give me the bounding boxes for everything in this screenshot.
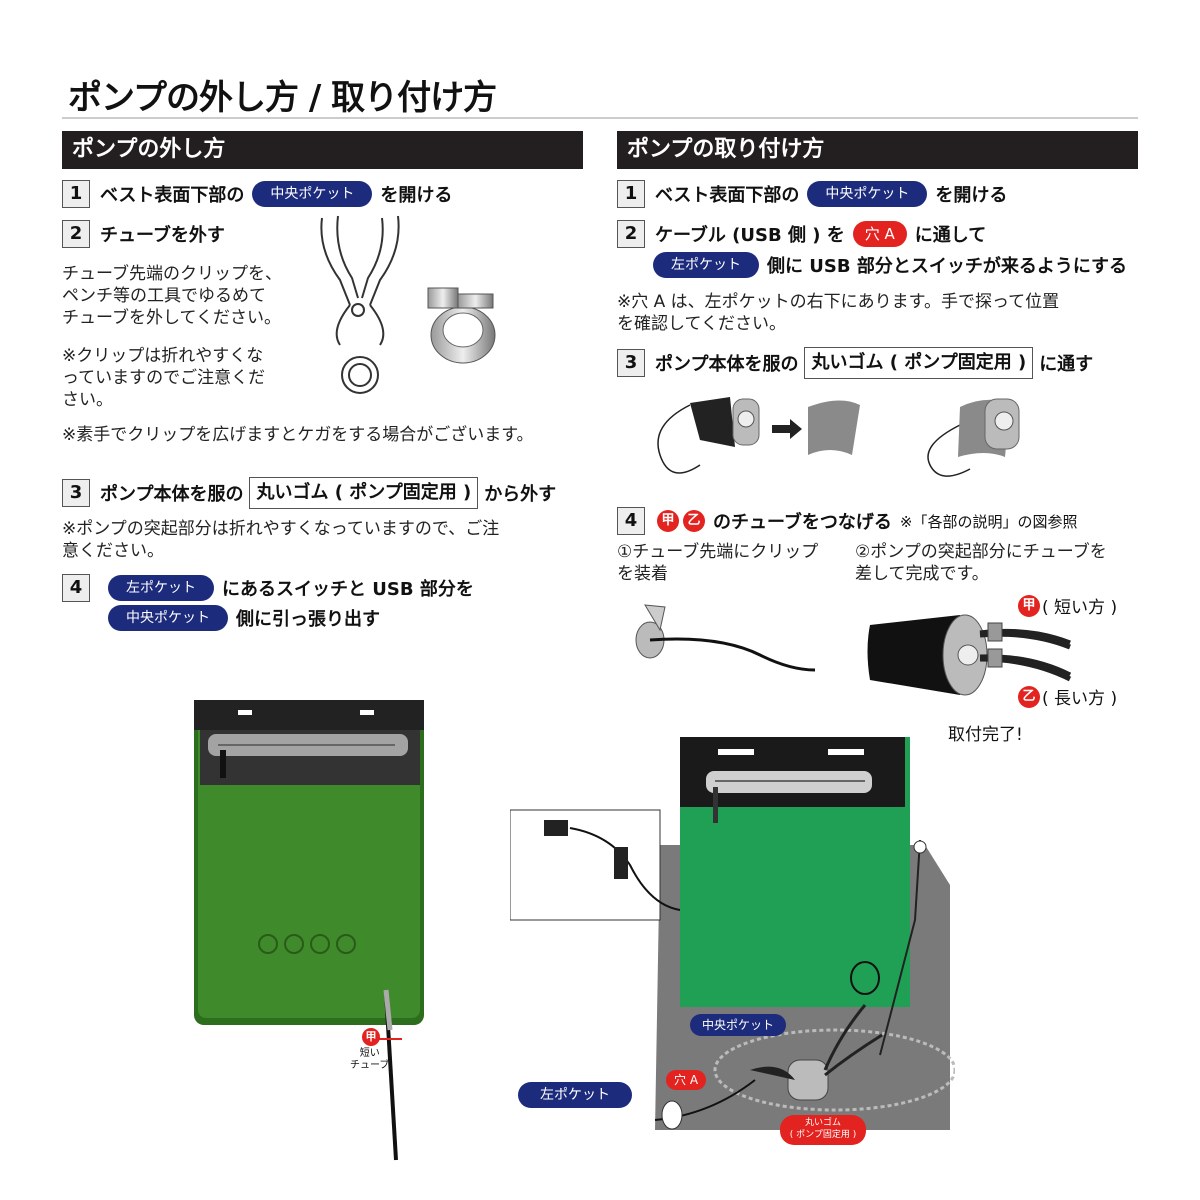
left-pocket-badge: 左ポケット [108,575,214,601]
center-pocket-badge: 中央ポケット [807,181,928,207]
step-number: 1 [62,180,90,208]
rubber-ring-label: 丸いゴム ( ポンプ固定用 ) [249,477,479,509]
left-step-2: 2 チューブを外す [62,220,225,248]
left-step-3: 3 ポンプ本体を服の 丸いゴム ( ポンプ固定用 ) から外す [62,477,556,509]
fig-rubber-badge: 丸いゴム ( ポンプ固定用 ) [780,1115,866,1145]
left-step2-note: ※クリップは折れやすくな っていますのでご注意くだ さい。 [62,346,266,410]
right-step4-sub1: ①チューブ先端にクリップ を装着 [617,542,819,584]
section-heading-remove: ポンプの外し方 [62,131,583,169]
kou-marker: 甲 [657,510,679,532]
right-step4-sub2: ②ポンプの突起部分にチューブを 差して完成です。 [855,542,1107,584]
tube-leader-line [378,1038,402,1040]
step-number: 3 [62,479,90,507]
clip-tube-illustration [635,604,816,672]
step-number: 2 [62,220,90,248]
short-tube-callout: 甲 ( 短い方 ) [1016,593,1117,618]
center-pocket-badge: 中央ポケット [252,181,373,207]
right-step-2-line2: 左ポケット 側に USB 部分とスイッチが来るようにする [645,252,1127,278]
right-step-1: 1 ベスト表面下部の 中央ポケット を開ける [617,180,1007,208]
long-tube-callout: 乙 ( 長い方 ) [1016,684,1117,709]
right-step-2: 2 ケーブル (USB 側 ) を 穴 A に通して [617,220,986,248]
step-number: 4 [62,574,90,602]
clip-illustration [427,287,496,364]
left-step-4: 4 左ポケット にあるスイッチと USB 部分を [62,574,474,602]
left-step2-body: チューブ先端のクリップを、 ペンチ等の工具でゆるめて チューブを外してください。 [62,264,282,328]
otsu-marker: 乙 [683,510,705,532]
step-number: 1 [617,180,645,208]
right-step2-note: ※穴 A は、左ポケットの右下にあります。手で探って位置 を確認してください。 [617,292,1060,334]
left-step3-note: ※ポンプの突起部分は折れやすくなっていますので、ご注 意ください。 [62,519,500,561]
left-pocket-badge: 左ポケット [653,252,759,278]
fig-hole-a-badge: 穴 A [666,1070,707,1090]
right-step-4: 4 甲 乙 のチューブをつなげる ※「各部の説明」の図参照 [617,507,1078,535]
step-number: 4 [617,507,645,535]
vest-pocket-figure [194,700,424,1161]
short-tube-label: 短い チューブ [350,1048,390,1071]
vest-assembly-figure [510,737,955,1130]
rubber-ring-label: 丸いゴム ( ポンプ固定用 ) [804,347,1034,379]
fig-center-pocket-badge: 中央ポケット [690,1014,787,1036]
pliers-illustration [320,215,400,394]
pump-insert-illustration [657,397,1020,477]
hole-a-badge: 穴 A [852,221,907,247]
right-step-3: 3 ポンプ本体を服の 丸いゴム ( ポンプ固定用 ) に通す [617,347,1093,379]
kou-marker: 甲 [362,1028,380,1046]
left-step-1: 1 ベスト表面下部の 中央ポケット を開ける [62,180,452,208]
pump-tubes-illustration [867,614,1072,696]
step-number: 3 [617,349,645,377]
step-number: 2 [617,220,645,248]
done-label: 取付完了! [948,725,1023,745]
title-divider [62,117,1138,119]
left-step-4-line2: 中央ポケット 側に引っ張り出す [100,605,380,631]
center-pocket-badge: 中央ポケット [108,605,228,631]
page-title: ポンプの外し方 / 取り付け方 [68,78,497,118]
fig-left-pocket-badge: 左ポケット [518,1082,632,1108]
left-step2-warning: ※素手でクリップを広げますとケガをする場合がございます。 [62,425,534,445]
section-heading-attach: ポンプの取り付け方 [617,131,1138,169]
